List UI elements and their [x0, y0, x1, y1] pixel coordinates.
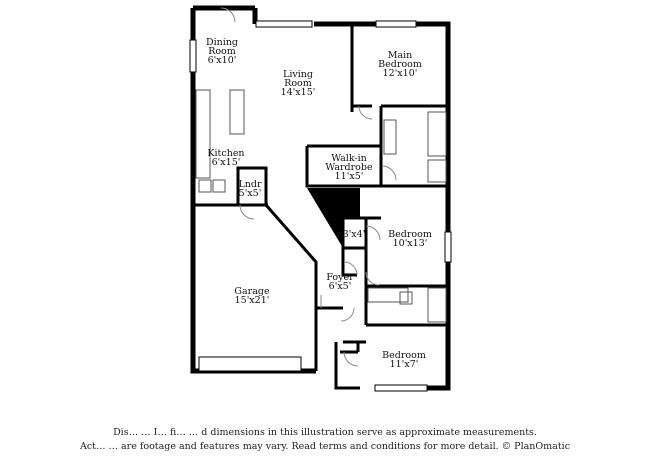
disclaimer-line-2: Act… … are footage and features may vary… — [79, 441, 571, 452]
disclaimer-line-1: Dis… … I… fi… … d dimensions in this ill… — [113, 427, 537, 438]
bedroom-2-label: Bedroom — [388, 229, 432, 240]
door-swings — [220, 7, 397, 367]
garage-size: 15'x21' — [235, 295, 270, 306]
closet-size: 3'x4' — [343, 229, 366, 240]
kitchen-label: Kitchen — [207, 148, 244, 159]
walkin-wardrobe-label: Walk-in — [331, 153, 367, 164]
living-room-label-2: Room — [284, 78, 312, 89]
garage-label: Garage — [234, 286, 270, 297]
bedroom-3-label: Bedroom — [382, 350, 426, 361]
laundry-label: Lndr — [238, 179, 262, 190]
dining-room-label: Dining — [206, 37, 238, 48]
laundry-size: 5'x5' — [239, 188, 262, 199]
foyer-label: Foyer — [326, 272, 354, 283]
foyer-size: 6'x5' — [329, 281, 352, 292]
walkin-wardrobe-size: 11'x5' — [335, 171, 364, 182]
dining-room-size: 6'x10' — [208, 55, 237, 66]
staircase-fill — [307, 188, 360, 248]
living-room-label: Living — [283, 69, 313, 80]
kitchen-counters — [195, 89, 245, 193]
room-labels: Dining Room 6'x10' Living Room 14'x15' M… — [206, 37, 432, 370]
bath-fixtures — [367, 111, 447, 323]
bedroom-2-size: 10'x13' — [393, 238, 428, 249]
main-bedroom-label: Main — [388, 50, 413, 61]
main-bedroom-size: 12'x10' — [383, 68, 418, 79]
dining-room-label-2: Room — [208, 46, 236, 57]
main-bedroom-label-2: Bedroom — [378, 59, 422, 70]
walkin-wardrobe-label-2: Wardrobe — [325, 162, 373, 173]
windows — [189, 20, 452, 392]
living-room-size: 14'x15' — [281, 87, 316, 98]
kitchen-size: 6'x15' — [212, 157, 241, 168]
bedroom-3-size: 11'x7' — [390, 359, 419, 370]
